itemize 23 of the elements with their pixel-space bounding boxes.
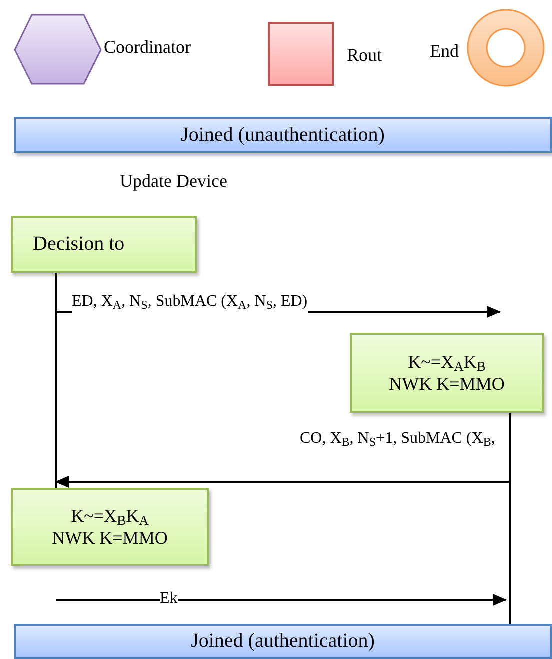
lifeline <box>509 413 511 624</box>
hexagon-symbol <box>14 14 102 86</box>
state-band <box>14 624 552 659</box>
state-band <box>14 117 552 153</box>
step-label: Update Device <box>120 170 228 192</box>
node-text: NWK K=MMO <box>389 373 505 396</box>
process-box <box>350 333 544 413</box>
node-text: Joined (unauthentication) <box>181 122 385 148</box>
symbol-label: Coordinator <box>104 36 191 58</box>
process-box <box>11 216 197 273</box>
square-symbol <box>268 22 334 86</box>
node-text: Joined (authentication) <box>191 629 375 654</box>
node-text: K~=X$_{B}$K$_{A}$ <box>71 504 149 527</box>
symbol-label: Rout <box>347 44 382 66</box>
node-text: Decision to <box>33 232 125 257</box>
symbol-label: End <box>430 40 459 62</box>
arrow <box>56 594 507 606</box>
arrow <box>55 476 510 488</box>
ring-symbol <box>467 9 545 87</box>
process-box <box>11 488 209 566</box>
node-text: K~=X$_{A}$K$_{B}$ <box>408 350 486 373</box>
node-text: NWK K=MMO <box>52 527 168 550</box>
lifeline <box>55 273 57 488</box>
